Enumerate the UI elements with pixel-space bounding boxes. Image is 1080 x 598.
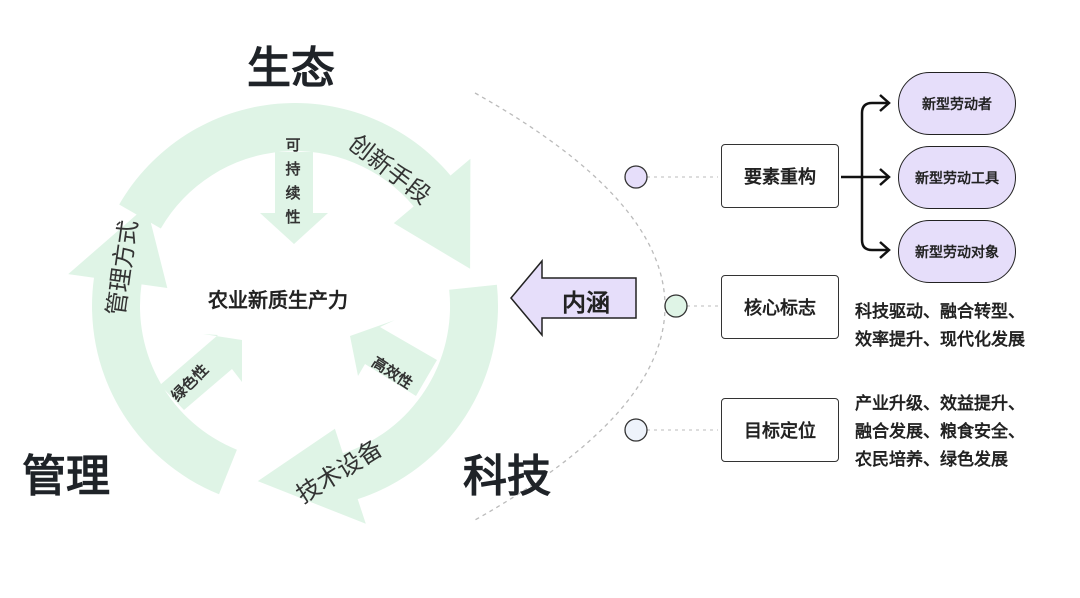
inner-arrow-efficiency — [350, 320, 437, 396]
node-dot-green — [664, 294, 688, 318]
label-ecology: 生态 — [247, 43, 335, 94]
ring-arrow-management — [68, 205, 237, 495]
desc-line: 效率提升、现代化发展 — [855, 330, 1025, 350]
pill-new-tools: 新型劳动工具 — [898, 146, 1016, 209]
box-core-sign: 核心标志 — [721, 275, 839, 339]
pill-new-objects: 新型劳动对象 — [898, 220, 1016, 283]
inner-arrow-sustainability — [260, 152, 328, 244]
ring-arrow-innovation — [119, 102, 471, 269]
desc-line: 融合发展、粮食安全、 — [855, 422, 1025, 442]
box-goal-position: 目标定位 — [721, 398, 839, 462]
goal-desc: 产业升级、效益提升、 融合发展、粮食安全、 农民培养、绿色发展 — [855, 390, 1025, 474]
desc-line: 农民培养、绿色发展 — [855, 450, 1008, 470]
branch-connector — [841, 94, 891, 259]
desc-line: 科技驱动、融合转型、 — [855, 302, 1025, 322]
inner-label-sustainability: 可持续性 — [285, 136, 301, 226]
node-dot-blue — [624, 418, 648, 442]
connotation-label: 内涵 — [562, 289, 610, 317]
inner-arrow-green — [160, 334, 242, 410]
pill-new-laborers: 新型劳动者 — [898, 72, 1016, 135]
node-dot-purple — [624, 165, 648, 189]
core-sign-desc: 科技驱动、融合转型、 效率提升、现代化发展 — [855, 298, 1025, 354]
box-element-restructure: 要素重构 — [721, 144, 839, 208]
center-title: 农业新质生产力 — [208, 288, 348, 312]
desc-line: 产业升级、效益提升、 — [855, 394, 1025, 414]
label-technology: 科技 — [463, 451, 551, 502]
connotation-arrow — [510, 258, 637, 338]
label-management: 管理 — [22, 451, 110, 502]
cycle-ring — [68, 102, 499, 524]
ring-arrow-equipment — [257, 284, 499, 524]
